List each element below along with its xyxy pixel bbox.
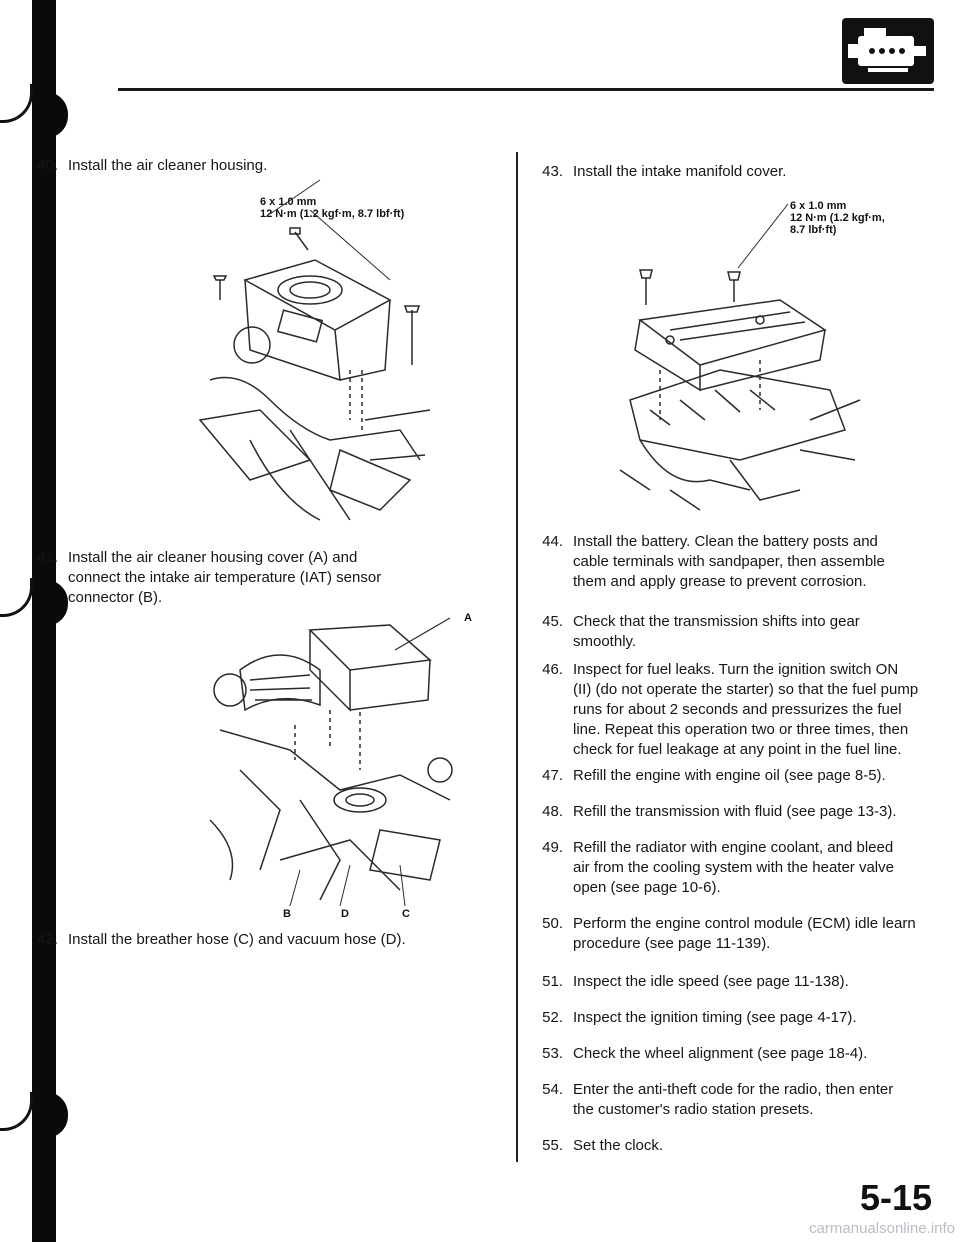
step-51: 51. Inspect the idle speed (see page 11-… — [542, 973, 849, 990]
watermark: carmanualsonline.info — [809, 1220, 955, 1237]
air-cleaner-housing-illustration — [198, 179, 431, 521]
step-53: 53. Check the wheel alignment (see page … — [542, 1045, 868, 1062]
step-40: 40. Install the air cleaner housing. — [37, 157, 268, 174]
manifold-torque-spec: 6 x 1.0 mm 12 N·m (1.2 kgf·m, 8.7 lbf·ft… — [790, 200, 885, 236]
step-54: 54. Enter the anti-theft code for the ra… — [542, 1081, 894, 1118]
step-50: 50. Perform the engine control module (E… — [542, 915, 916, 952]
label-d: D — [341, 908, 349, 920]
label-c: C — [402, 908, 410, 920]
step-46: 46. Inspect for fuel leaks. Turn the ign… — [542, 661, 919, 758]
step-52: 52. Inspect the ignition timing (see pag… — [542, 1009, 857, 1026]
engine-section-icon — [842, 18, 934, 84]
step-47: 47. Refill the engine with engine oil (s… — [542, 767, 886, 784]
header-rule — [118, 88, 934, 91]
binding-bar — [0, 0, 68, 1242]
label-a: A — [464, 612, 472, 624]
step-44: 44. Install the battery. Clean the batte… — [542, 533, 885, 590]
column-divider — [516, 152, 518, 1162]
housing-torque-spec: 6 x 1.0 mm 12 N·m (1.2 kgf·m, 8.7 lbf·ft… — [260, 196, 405, 220]
step-48: 48. Refill the transmission with fluid (… — [542, 803, 897, 820]
step-45: 45. Check that the transmission shifts i… — [542, 613, 860, 650]
step-55: 55. Set the clock. — [542, 1137, 664, 1154]
step-42: 42. Install the breather hose (C) and va… — [37, 931, 406, 948]
step-43: 43. Install the intake manifold cover. — [542, 163, 787, 180]
intake-manifold-cover-illustration — [619, 203, 861, 511]
air-cleaner-cover-illustration — [209, 617, 453, 907]
page-number: 5-15 — [859, 1177, 932, 1218]
step-49: 49. Refill the radiator with engine cool… — [542, 839, 894, 896]
step-41: 41. Install the air cleaner housing cove… — [37, 549, 382, 606]
label-b: B — [283, 908, 291, 920]
